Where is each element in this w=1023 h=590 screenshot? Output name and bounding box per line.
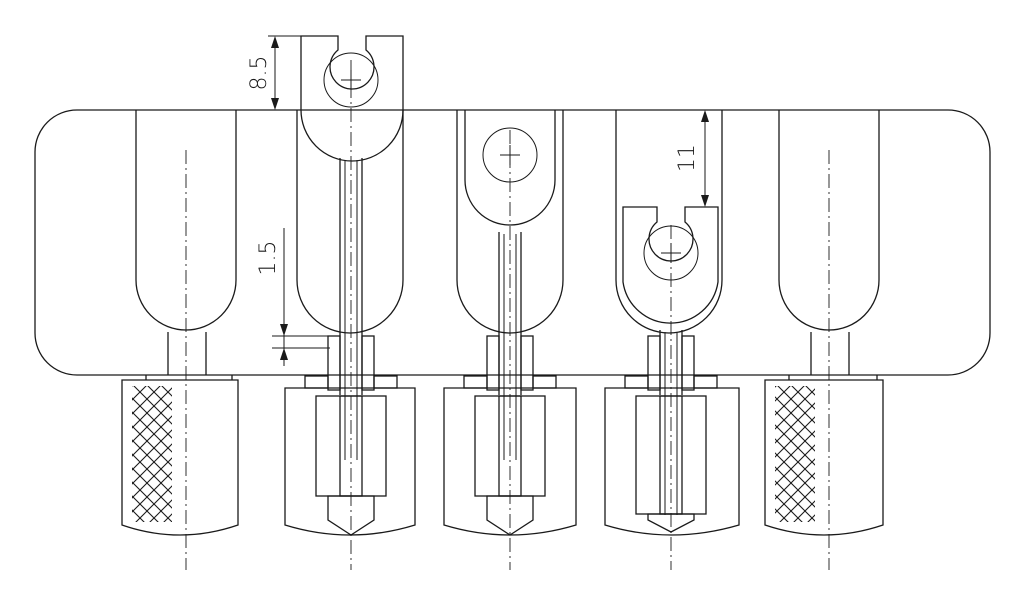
column-4 — [604, 110, 740, 570]
column-1 — [121, 110, 239, 570]
head-3 — [464, 110, 556, 226]
slotted-head-4 — [622, 206, 719, 324]
hatched-knob-4 — [604, 387, 740, 536]
knurled-knob-left — [121, 379, 239, 536]
dimension-top-offset: 8.5 — [247, 35, 301, 111]
hatched-knob-3 — [443, 387, 577, 536]
slotted-head-2 — [300, 35, 404, 162]
hatched-knob-2 — [284, 387, 416, 536]
column-2 — [284, 35, 416, 570]
base-plate — [34, 109, 991, 376]
dimension-slot-depth: 11 — [675, 110, 709, 207]
column-5 — [764, 110, 884, 570]
dimension-gap: 1.5 — [256, 228, 330, 366]
dimension-label-gap: 1.5 — [256, 241, 281, 276]
dimension-label-top-offset: 8.5 — [247, 56, 272, 91]
column-3 — [443, 110, 577, 570]
dimension-label-slot-depth: 11 — [675, 144, 700, 172]
